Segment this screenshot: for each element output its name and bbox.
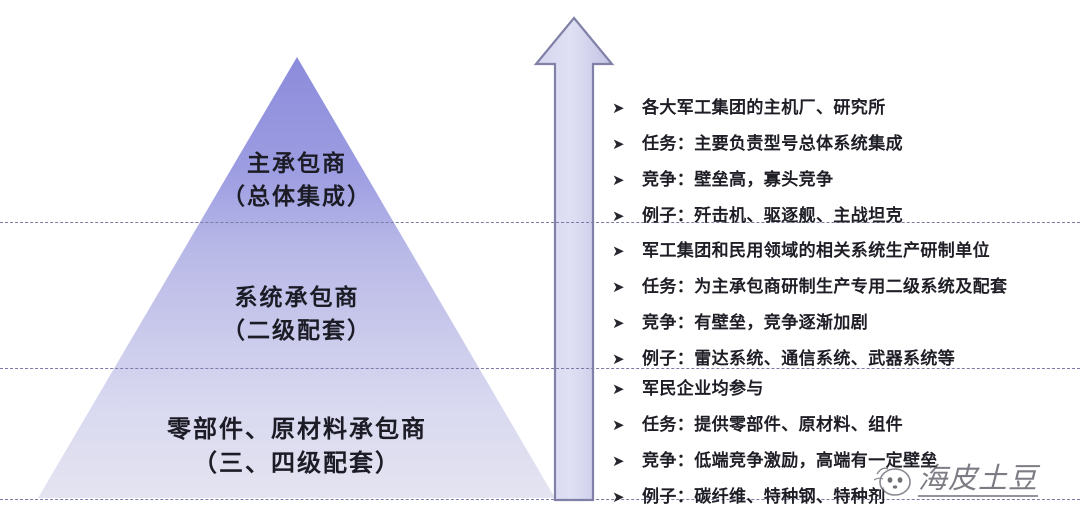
- bullet-item: ➤ 例子：碳纤维、特种钢、特种剂: [612, 482, 938, 518]
- bullet-item: ➤ 任务：提供零部件、原材料、组件: [612, 410, 938, 446]
- bullet-label: 竞争：有壁垒，竞争逐渐加剧: [642, 313, 869, 333]
- arrowhead-bullet-icon: ➤: [612, 242, 625, 260]
- arrowhead-bullet-icon: ➤: [612, 488, 625, 506]
- arrowhead-bullet-icon: ➤: [612, 171, 625, 189]
- tier-label-parts-materials-contractor: 零部件、原材料承包商 （三、四级配套）: [0, 412, 594, 480]
- bullet-label: 例子：歼击机、驱逐舰、主战坦克: [642, 206, 903, 226]
- tier-label-prime-contractor: 主承包商 （总体集成）: [0, 148, 594, 213]
- bullet-group-system-contractor: ➤ 军工集团和民用领域的相关系统生产研制单位 ➤ 任务：为主承包商研制生产专用二…: [612, 236, 1007, 380]
- bullet-label: 军工集团和民用领域的相关系统生产研制单位: [642, 241, 990, 261]
- tier-1-subtitle: （总体集成）: [222, 183, 372, 210]
- arrowhead-bullet-icon: ➤: [612, 452, 625, 470]
- arrowhead-bullet-icon: ➤: [612, 314, 625, 332]
- bullet-label: 军民企业均参与: [642, 379, 764, 399]
- tier-2-title: 系统承包商: [234, 285, 360, 311]
- pyramid-baseline: [0, 499, 1080, 500]
- tier-divider-1: [0, 222, 1080, 223]
- bullet-item: ➤ 军民企业均参与: [612, 374, 938, 410]
- bullet-item: ➤ 例子：雷达系统、通信系统、武器系统等: [612, 344, 1007, 380]
- bullet-label: 任务：提供零部件、原材料、组件: [642, 415, 903, 435]
- bullet-label: 例子：碳纤维、特种钢、特种剂: [642, 487, 886, 507]
- tier-divider-2: [0, 368, 1080, 369]
- bullet-item: ➤ 任务：为主承包商研制生产专用二级系统及配套: [612, 272, 1007, 308]
- bullet-group-parts-materials-contractor: ➤ 军民企业均参与 ➤ 任务：提供零部件、原材料、组件 ➤ 竞争：低端竞争激励，…: [612, 374, 938, 518]
- bullet-item: ➤ 竞争：低端竞争激励，高端有一定壁垒: [612, 446, 938, 482]
- bullet-label: 竞争：低端竞争激励，高端有一定壁垒: [642, 451, 938, 471]
- upward-arrow-icon: [533, 16, 615, 502]
- bullet-label: 任务：主要负责型号总体系统集成: [642, 134, 903, 154]
- tier-label-system-contractor: 系统承包商 （二级配套）: [0, 282, 594, 347]
- bullet-group-prime-contractor: ➤ 各大军工集团的主机厂、研究所 ➤ 任务：主要负责型号总体系统集成 ➤ 竞争：…: [612, 93, 903, 237]
- bullet-item: ➤ 任务：主要负责型号总体系统集成: [612, 129, 903, 165]
- bullet-label: 例子：雷达系统、通信系统、武器系统等: [642, 349, 956, 369]
- arrowhead-bullet-icon: ➤: [612, 99, 625, 117]
- arrowhead-bullet-icon: ➤: [612, 416, 625, 434]
- arrowhead-bullet-icon: ➤: [612, 207, 625, 225]
- tier-3-title: 零部件、原材料承包商: [167, 415, 427, 443]
- tier-3-subtitle: （三、四级配套）: [193, 449, 401, 478]
- arrowhead-bullet-icon: ➤: [612, 380, 625, 398]
- bullet-item: ➤ 竞争：壁垒高，寡头竞争: [612, 165, 903, 201]
- arrowhead-bullet-icon: ➤: [612, 350, 625, 368]
- bullet-label: 竞争：壁垒高，寡头竞争: [642, 170, 834, 190]
- bullet-item: ➤ 竞争：有壁垒，竞争逐渐加剧: [612, 308, 1007, 344]
- arrowhead-bullet-icon: ➤: [612, 278, 625, 296]
- arrowhead-bullet-icon: ➤: [612, 135, 625, 153]
- bullet-label: 任务：为主承包商研制生产专用二级系统及配套: [642, 277, 1008, 297]
- bullet-item: ➤ 军工集团和民用领域的相关系统生产研制单位: [612, 236, 1007, 272]
- tier-1-title: 主承包商: [247, 151, 347, 177]
- bullet-item: ➤ 例子：歼击机、驱逐舰、主战坦克: [612, 201, 903, 237]
- bullet-item: ➤ 各大军工集团的主机厂、研究所: [612, 93, 903, 129]
- bullet-label: 各大军工集团的主机厂、研究所: [642, 98, 886, 118]
- tier-2-subtitle: （二级配套）: [222, 317, 372, 344]
